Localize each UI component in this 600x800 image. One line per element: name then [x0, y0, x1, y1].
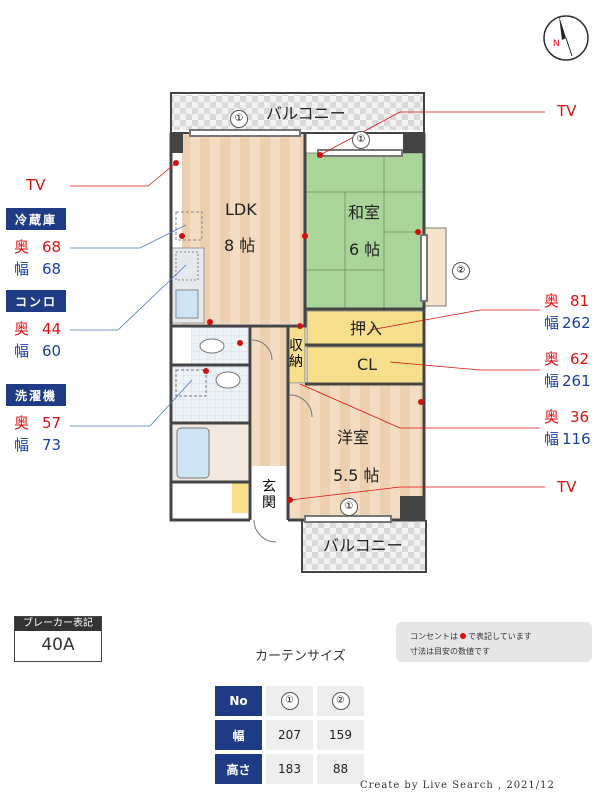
credit-text: Create by Live Search , 2021/12 [360, 780, 555, 791]
shuno-depth-label: 奥 [544, 408, 560, 426]
oshiire-depth: 81 [570, 292, 590, 310]
fridge-header: 冷蔵庫 [6, 208, 66, 230]
curtain-header-no: No [215, 686, 262, 716]
compass-label: N [553, 39, 560, 49]
curtain-height-2: 88 [317, 754, 364, 784]
notes-line1-pre: コンセントは [410, 632, 458, 641]
breaker-title: ブレーカー表記 [15, 617, 101, 631]
window-marker-2: ② [452, 262, 470, 280]
ldk-label: LDK [225, 200, 257, 219]
curtain-header-2: ② [317, 686, 364, 716]
oshiire-width-label: 幅 [544, 314, 560, 332]
stove-width-label: 幅 [14, 342, 30, 360]
fridge-width: 68 [42, 260, 62, 278]
window-marker-1-ldk: ① [230, 110, 248, 128]
washer-header: 洗濯機 [6, 384, 66, 406]
notes-line1-post: で表記しています [468, 632, 532, 641]
washitsu-size: 6 帖 [349, 240, 381, 259]
notes-box: コンセントは で表記しています 寸法は目安の数値です [396, 622, 592, 662]
breaker-box: ブレーカー表記 40A [14, 616, 102, 662]
outlet-markers [173, 152, 424, 503]
tv-label-ldk: TV [26, 176, 46, 194]
ldk-size: 8 帖 [224, 236, 256, 255]
stove-width: 60 [42, 342, 62, 360]
stove-header: コンロ [6, 290, 66, 312]
stove-depth: 44 [42, 320, 62, 338]
balcony-bottom-label: バルコニー [323, 536, 403, 555]
cl-depth: 62 [570, 350, 590, 368]
window-marker-1-washitsu: ① [352, 131, 370, 149]
youshitsu-label: 洋室 [337, 428, 370, 447]
curtain-width-1: 207 [266, 720, 313, 750]
tv-label-washitsu: TV [557, 102, 577, 120]
curtain-row-height-label: 高さ [215, 754, 262, 784]
cl-width-label: 幅 [544, 372, 560, 390]
shuno-label: 収納 [289, 338, 303, 370]
washroom [173, 366, 249, 422]
shuno-depth: 36 [570, 408, 590, 426]
genkan-label: 玄関 [262, 479, 276, 511]
oshiire-width: 262 [562, 314, 591, 332]
genkan-floor [232, 483, 248, 513]
washer-width-label: 幅 [14, 436, 30, 454]
balcony-top-label: バルコニー [266, 104, 346, 123]
hallway [252, 326, 288, 466]
oshiire-depth-label: 奥 [544, 292, 560, 310]
tv-label-youshitsu: TV [557, 478, 577, 496]
curtain-title: カーテンサイズ [255, 649, 346, 664]
stove-depth-label: 奥 [14, 320, 30, 338]
fridge-width-label: 幅 [14, 260, 30, 278]
balcony-bottom [302, 520, 426, 570]
fridge-depth: 68 [42, 238, 62, 256]
compass-icon [543, 15, 589, 61]
cl-label: CL [357, 355, 378, 374]
cl-depth-label: 奥 [544, 350, 560, 368]
shuno-width: 116 [562, 430, 591, 448]
youshitsu-size: 5.5 帖 [333, 466, 380, 485]
curtain-header-1: ① [266, 686, 313, 716]
cl-width: 261 [562, 372, 591, 390]
fridge-depth-label: 奥 [14, 238, 30, 256]
balcony-top [171, 95, 424, 133]
washer-depth-label: 奥 [14, 414, 30, 432]
table-row: 高さ 183 88 [215, 754, 364, 784]
notes-line2: 寸法は目安の数値です [410, 647, 490, 656]
outlet-legend-icon [460, 633, 466, 639]
washer-depth: 57 [42, 414, 62, 432]
window-marker-1-youshitsu: ① [340, 498, 358, 516]
oshiire-label: 押入 [350, 319, 383, 338]
curtain-table: No ① ② 幅 207 159 高さ 183 88 [211, 682, 368, 788]
breaker-value: 40A [41, 635, 75, 655]
curtain-row-width-label: 幅 [215, 720, 262, 750]
washer-width: 73 [42, 436, 62, 454]
washitsu-floor [304, 152, 425, 310]
washitsu-label: 和室 [348, 203, 381, 222]
table-row: No ① ② [215, 686, 364, 716]
shuno-width-label: 幅 [544, 430, 560, 448]
table-row: 幅 207 159 [215, 720, 364, 750]
curtain-height-1: 183 [266, 754, 313, 784]
curtain-width-2: 159 [317, 720, 364, 750]
